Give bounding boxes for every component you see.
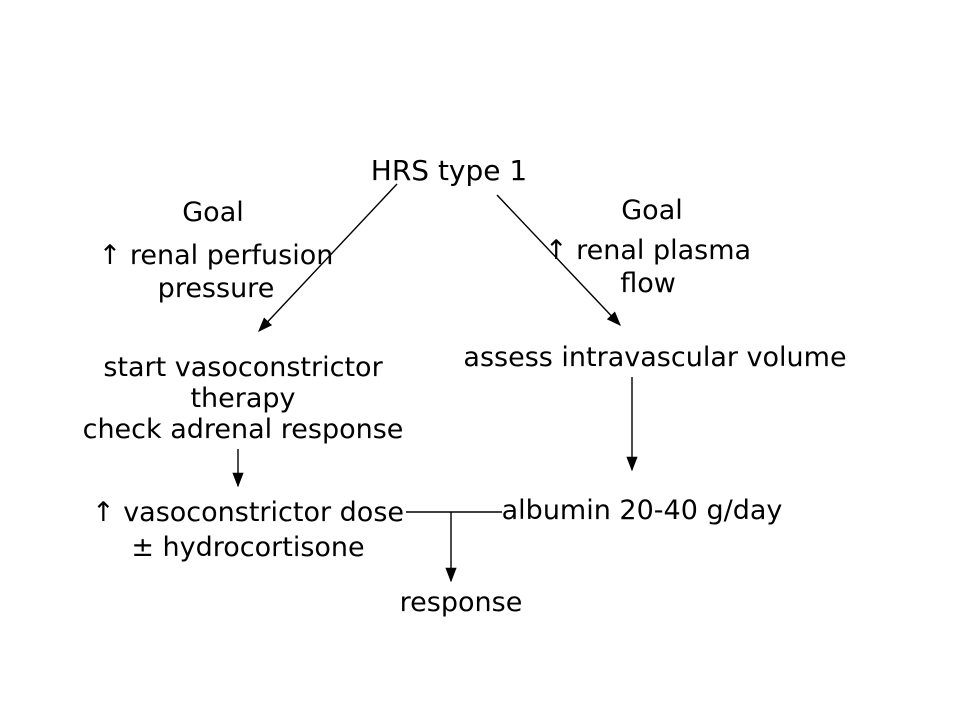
right-step2-node: albumin 20-40 g/day: [501, 495, 783, 526]
right-goal-line2: flow: [620, 268, 676, 299]
left-step1-node: start vasoconstrictor therapy check adre…: [83, 352, 404, 445]
right-goal-text: ↑ renal plasma flow: [545, 234, 751, 300]
left-goal-line1: ↑ renal perfusion: [98, 240, 334, 271]
diagram-title: HRS type 1: [370, 154, 528, 187]
response-node: response: [399, 587, 523, 618]
left-step1-line3: check adrenal response: [82, 414, 404, 445]
left-goal-line2: pressure: [157, 273, 275, 304]
left-goal-heading: Goal: [182, 197, 244, 228]
left-step1-line1: start vasoconstrictor: [103, 352, 383, 383]
arrow-title-to-right-step1: [496, 194, 621, 327]
left-step2-line2: ± hydrocortisone: [131, 532, 365, 563]
left-step1-line2: therapy: [190, 383, 296, 414]
left-goal-text: ↑ renal perfusion pressure: [99, 239, 334, 305]
right-goal-heading: Goal: [621, 195, 683, 226]
left-step2-line1: ↑ vasoconstrictor dose: [91, 497, 405, 528]
right-goal-line1: ↑ renal plasma: [544, 235, 752, 266]
arrow-title-to-left-step1: [258, 183, 398, 333]
left-step2-node: ↑ vasoconstrictor dose ± hydrocortisone: [92, 495, 404, 565]
right-step1-node: assess intravascular volume: [463, 342, 847, 373]
